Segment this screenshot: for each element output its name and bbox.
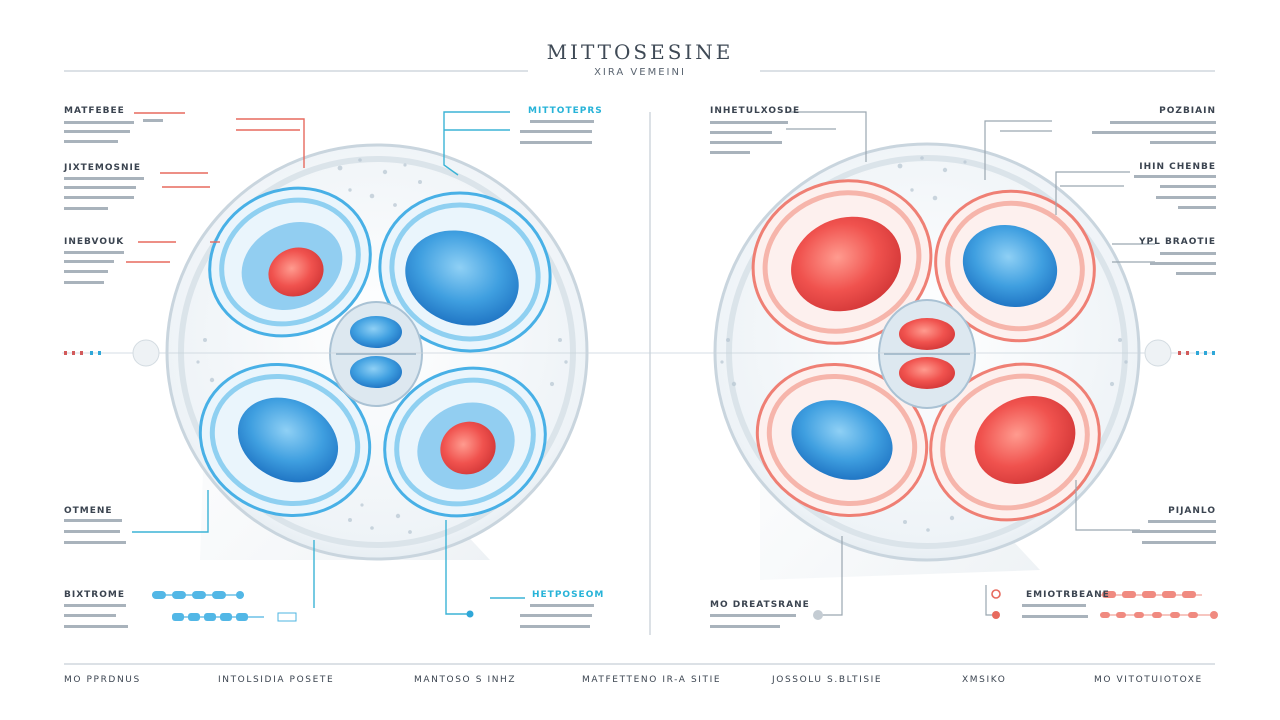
right-axis-marker [650,339,1215,367]
label-pijanlo: PIJANLO [1168,506,1216,516]
footer-item-6: MO VITOTUIOTOXE [1094,675,1203,685]
label-pozbiain: POZBIAIN [1159,106,1216,116]
label-ypl-braotie: YPL BRAOTIE [1138,237,1216,247]
page-title: MITTOSESINE [546,40,734,64]
left-axis-marker [62,339,650,367]
footer-item-2: MANTOSO S INHZ [414,675,517,685]
label-jixtemosnie: JIXTEMOSNIE [64,163,142,173]
label-bixtrome: BIXTROME [64,590,125,600]
footer-item-5: XMSIKO [962,675,1007,685]
right-cell [713,142,1141,562]
label-ihin-chenbe: IHIN CHENBE [1139,162,1216,172]
label-mittoteprs: MITTOTEPRS [528,106,603,116]
footer-item-4: JOSSOLU S.BLTISIE [772,675,883,685]
label-inebvouk: INEBVOUK [64,237,125,247]
label-hetposeom: HETPOSEOM [532,590,605,600]
label-matfebee: MATFEBEE [64,106,125,116]
page-subtitle: XIRA VEMEINI [594,67,686,78]
left-cell [165,143,589,561]
label-otmene: OTMENE [64,506,113,516]
label-mo-dreatsrane: MO DREATSRANE [710,600,810,610]
footer-item-3: MATFETTENO IR-A SITIE [582,675,722,685]
footer-item-1: INTOLSIDIA POSETE [218,675,335,685]
label-emiotrbeane: EMIOTRBEANE [1026,590,1110,600]
footer-item-0: MO PPRDNUS [64,675,141,685]
left-chain-marker [152,591,297,622]
label-inhetulxosde: INHETULXOSDE [710,106,801,116]
right-chain-marker [1100,591,1218,619]
